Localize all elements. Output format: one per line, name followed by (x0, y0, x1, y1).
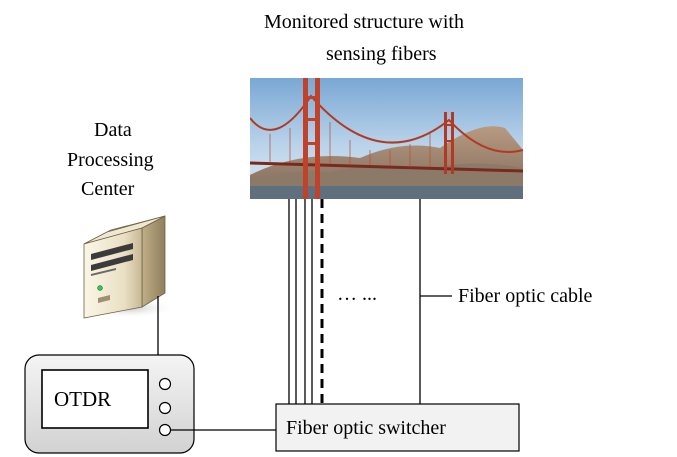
otdr-label: OTDR (54, 387, 112, 411)
fiber-ellipsis: … ... (337, 283, 377, 305)
data-center-label-line-3: Center (81, 178, 135, 200)
otdr-display (41, 369, 149, 429)
server-icon (80, 215, 176, 319)
otdr-device (24, 354, 195, 454)
sensing-fibers (288, 199, 421, 404)
data-center-label-line-1: Data (94, 119, 132, 141)
otdr-knob-1 (158, 377, 172, 391)
otdr-port (158, 423, 172, 437)
structure-title-line-1: Monitored structure with (264, 11, 464, 33)
fiber-optic-switcher (275, 403, 520, 452)
otdr-knob-2 (158, 401, 172, 415)
fiber-optic-switcher-label: Fiber optic switcher (286, 417, 446, 439)
data-center-label-line-2: Processing (67, 149, 154, 171)
fiber-optic-cable-label: Fiber optic cable (458, 285, 593, 307)
structure-title-line-2: sensing fibers (326, 43, 437, 65)
structure-photo (250, 78, 523, 199)
